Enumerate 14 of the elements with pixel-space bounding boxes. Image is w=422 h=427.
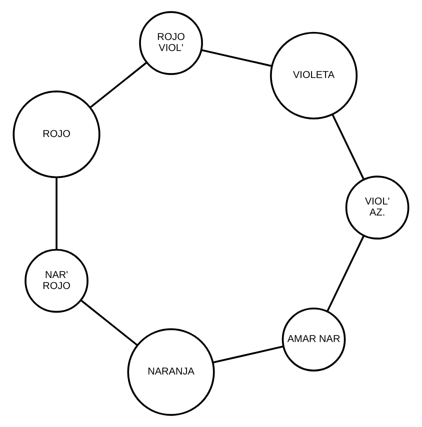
node-circle: NARANJA <box>127 328 215 416</box>
connector <box>201 49 272 67</box>
node-circle: ROJO VIOL' <box>139 11 203 75</box>
connector <box>212 346 284 364</box>
node-circle: VIOLETA <box>270 32 358 120</box>
connector <box>326 235 365 312</box>
connector <box>332 114 365 180</box>
connector <box>90 62 148 108</box>
node-circle: ROJO <box>12 90 100 178</box>
connector <box>56 177 58 250</box>
node-circle: AMAR NAR <box>282 308 346 372</box>
connector <box>80 300 138 346</box>
node-circle: VIOL' AZ. <box>345 176 410 240</box>
node-circle: NAR' ROJO <box>24 248 88 313</box>
